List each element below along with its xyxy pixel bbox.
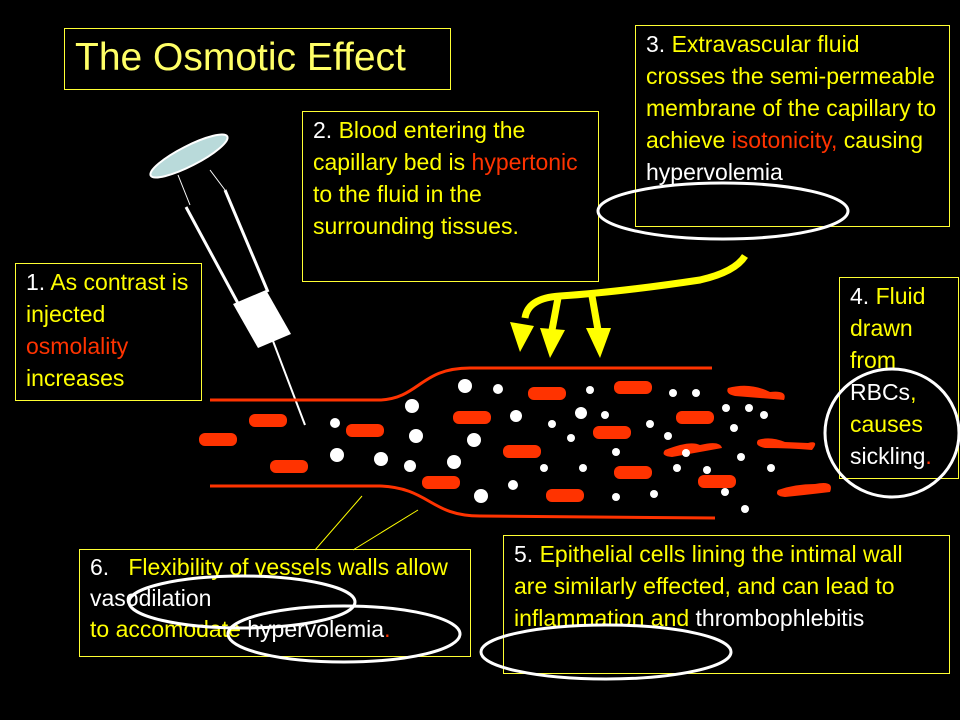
step-4-box: 4. Fluid drawn from RBCs, causes sicklin… <box>839 277 959 479</box>
step-3-box: 3. Extravascular fluid crosses the semi-… <box>635 25 950 227</box>
highlight-term: osmolality <box>26 333 129 359</box>
pointer-line <box>352 509 419 551</box>
title-text: The Osmotic Effect <box>75 36 406 79</box>
step-text: Epithelial cells lining the intimal wall… <box>514 541 903 631</box>
step-text: Blood entering the capillary bed is <box>313 117 526 175</box>
step-number: 1. <box>26 269 51 295</box>
sickle-cell <box>663 443 722 457</box>
step-text: As contrast is injected <box>26 269 189 327</box>
step-number: 3. <box>646 31 672 57</box>
step-number: 2. <box>313 117 339 143</box>
rbc <box>422 476 460 489</box>
sickle-cell <box>756 438 816 450</box>
key-term: RBCs <box>850 379 911 405</box>
rbc <box>546 489 584 502</box>
key-term: sickling <box>850 443 926 469</box>
platelets <box>330 379 775 513</box>
step-number: 5. <box>514 541 540 567</box>
rbc <box>249 414 287 427</box>
step-text: causes <box>850 411 923 437</box>
rbc <box>503 445 541 458</box>
key-term: hypervolemia <box>646 159 783 185</box>
step-number: 4. <box>850 283 876 309</box>
punctuation: , <box>910 379 917 405</box>
rbc <box>453 411 491 424</box>
syringe-icon <box>149 133 306 426</box>
slide-title: The Osmotic Effect <box>64 28 451 90</box>
highlight-term: hypertonic <box>471 149 578 175</box>
punctuation: . <box>384 616 391 642</box>
step-text: causing <box>837 127 924 153</box>
step-text: to the fluid in the surrounding tissues. <box>313 181 519 239</box>
step-6-box: 6. Flexibility of vessels walls allow va… <box>79 549 471 657</box>
vessel-bottom-wall <box>210 484 716 520</box>
highlight-term: isotonicity, <box>731 127 838 153</box>
step-number: 6. <box>90 554 116 580</box>
key-term: hypervolemia <box>247 616 385 642</box>
step-text: Flexibility of vessels walls allow <box>115 554 448 580</box>
fluid-arrows <box>521 253 748 331</box>
rbc <box>614 381 652 394</box>
rbc <box>593 426 631 439</box>
punctuation: . <box>925 443 932 469</box>
key-term: vasodilation <box>90 585 212 611</box>
arrow-down-icon <box>586 328 611 358</box>
pointer-line <box>314 495 363 551</box>
step-1-box: 1. As contrast is injected osmolality in… <box>15 263 202 401</box>
vessel-top-wall <box>210 366 712 402</box>
step-2-box: 2. Blood entering the capillary bed is h… <box>302 111 599 282</box>
arrow-down-icon <box>540 328 565 358</box>
red-blood-cells <box>199 381 831 502</box>
rbc <box>698 475 736 488</box>
sickle-cell <box>727 385 785 400</box>
step-text: Extravascular fluid crosses the semi-per… <box>646 31 937 153</box>
rbc <box>346 424 384 437</box>
rbc <box>614 466 652 479</box>
rbc <box>528 387 566 400</box>
step-text: increases <box>26 365 125 391</box>
arrowheads <box>510 322 611 358</box>
step-text: to accomodate <box>90 616 248 642</box>
rbc <box>199 433 237 446</box>
sickle-cell <box>776 483 831 497</box>
arrow-down-icon <box>510 322 534 352</box>
rbc <box>676 411 714 424</box>
step-text: Fluid drawn from <box>850 283 926 373</box>
key-term: thrombophlebitis <box>695 605 865 631</box>
rbc <box>270 460 308 473</box>
step-5-box: 5. Epithelial cells lining the intimal w… <box>503 535 950 674</box>
